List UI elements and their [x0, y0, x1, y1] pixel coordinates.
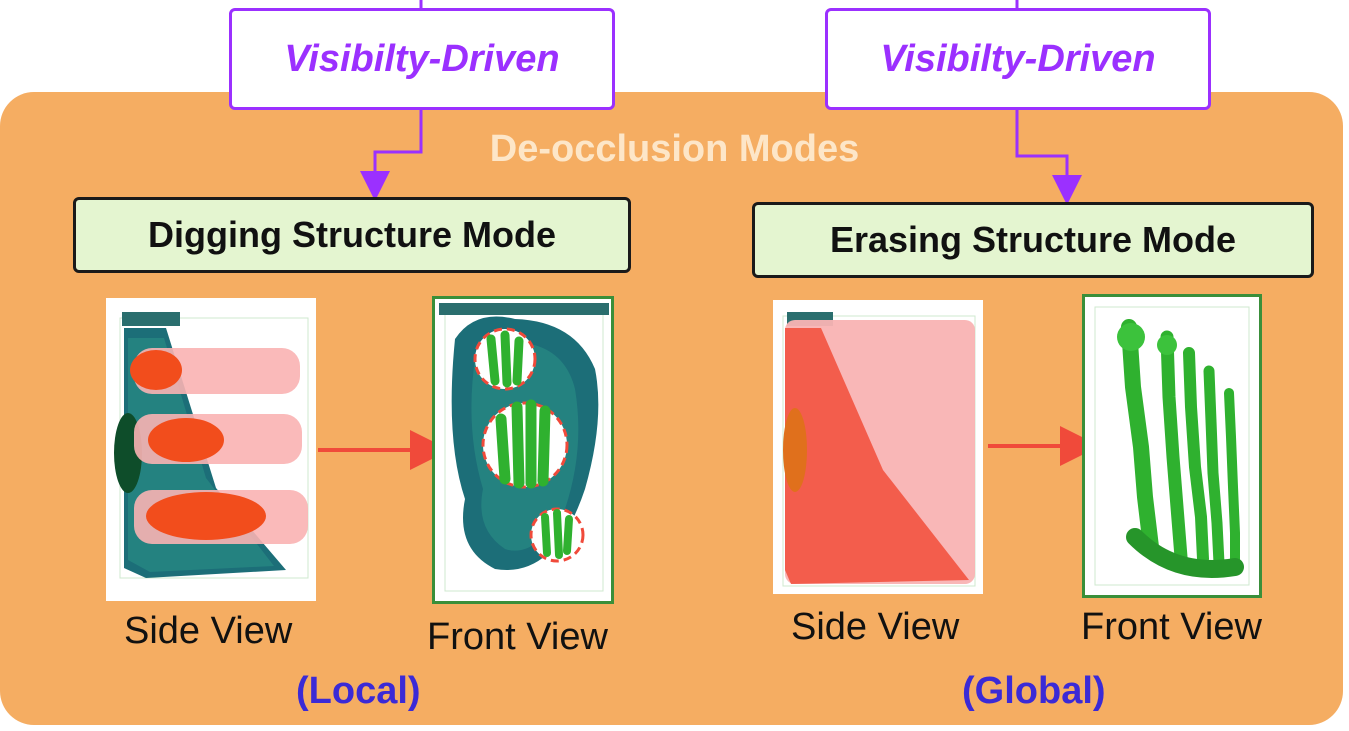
erasing-mode-box: Erasing Structure Mode: [752, 202, 1314, 278]
erasing-side-view-caption: Side View: [791, 606, 960, 648]
erasing-mode-title: Erasing Structure Mode: [829, 219, 1237, 260]
erasing-front-view-image: [1082, 294, 1262, 598]
left-down-connector: [360, 108, 423, 201]
global-scope-label: (Global): [962, 670, 1106, 712]
visibility-driven-label-left: Visibilty-Driven: [229, 8, 615, 110]
digging-side-view-image: [106, 298, 316, 601]
digging-front-view-image: [432, 296, 614, 604]
digging-front-view-caption: Front View: [427, 616, 608, 658]
erasing-front-view-render: [1094, 306, 1250, 586]
right-down-connector: [1015, 108, 1082, 205]
digging-side-view-caption: Side View: [124, 610, 293, 652]
digging-side-view-render: [114, 312, 309, 579]
erasing-side-view-render: [782, 312, 976, 587]
digging-mode-box: Digging Structure Mode: [73, 197, 631, 273]
digging-front-view-render: [439, 303, 609, 592]
digging-mode-title: Digging Structure Mode: [148, 214, 556, 255]
visibility-driven-text-left: Visibilty-Driven: [284, 37, 560, 80]
erasing-side-view-image: [773, 300, 983, 594]
visibility-driven-text-right: Visibilty-Driven: [880, 37, 1156, 80]
visibility-driven-label-right: Visibilty-Driven: [825, 8, 1211, 110]
local-scope-label: (Local): [296, 670, 421, 712]
panel-title: De-occlusion Modes: [489, 128, 860, 170]
erasing-front-view-caption: Front View: [1081, 606, 1262, 648]
